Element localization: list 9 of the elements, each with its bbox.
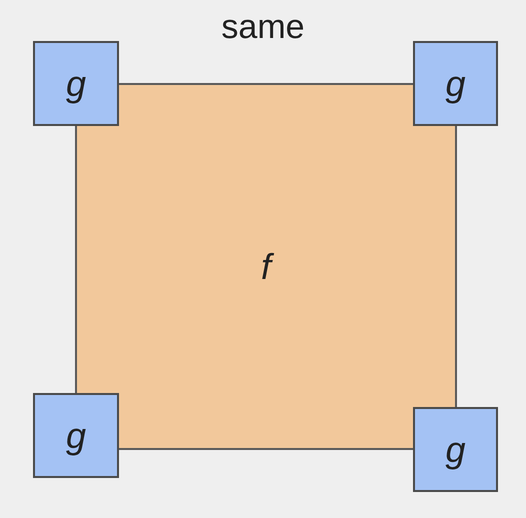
function-box	[413, 41, 498, 126]
function-label: g	[445, 432, 466, 468]
function-label: g	[66, 66, 86, 102]
function-box	[33, 393, 119, 478]
function-label: g	[66, 418, 86, 454]
function-box	[33, 41, 119, 126]
function-label: g	[445, 66, 466, 102]
diagram-title: same	[221, 8, 305, 47]
function-box	[413, 407, 498, 492]
